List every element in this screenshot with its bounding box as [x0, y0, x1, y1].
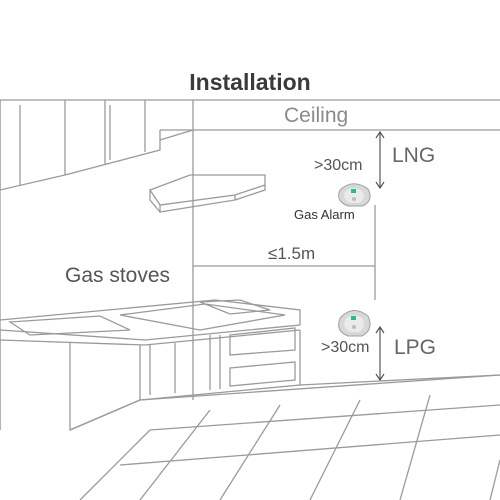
gas-alarm-device-upper: [338, 183, 371, 207]
gas-stoves-label: Gas stoves: [65, 264, 171, 287]
lng-label: LNG: [392, 144, 436, 167]
upper-cabinets: [0, 100, 193, 191]
lower-distance-label: >30cm: [321, 339, 370, 356]
floor-lines: [69, 374, 500, 500]
stovetop: [119, 303, 286, 331]
countertop: [0, 299, 301, 341]
gas-alarm-device-lower: [338, 310, 371, 337]
range-hood: [149, 174, 266, 206]
stove-distance-label: ≤1.5m: [268, 244, 316, 263]
diagram-title: Installation: [189, 69, 311, 95]
lpg-label: LPG: [394, 336, 437, 359]
ceiling-label: Ceiling: [284, 104, 349, 127]
gas-alarm-label: Gas Alarm: [294, 207, 355, 222]
upper-distance-label: >30cm: [314, 157, 363, 174]
